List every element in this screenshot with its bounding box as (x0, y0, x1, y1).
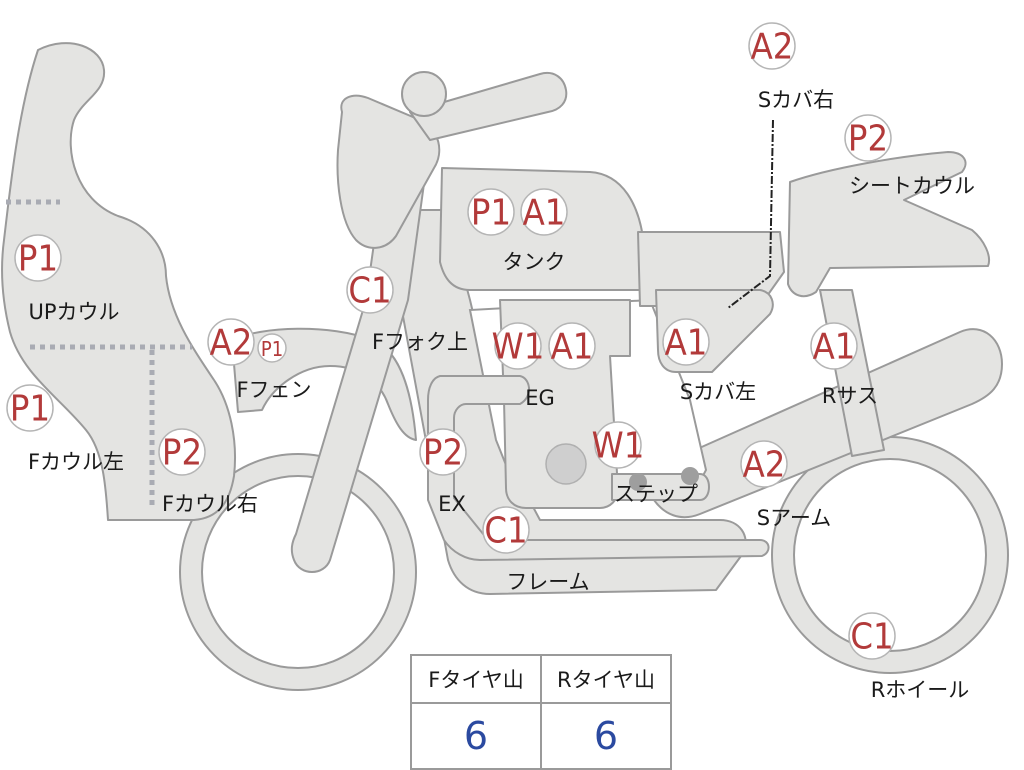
code-badge-text: P1 (18, 239, 58, 280)
rear-tire-tread-label: Rタイヤ山 (540, 654, 672, 704)
leader-line (727, 119, 774, 309)
code-badge-text: P2 (848, 119, 888, 160)
part-label-upcowl: UPカウル (28, 300, 119, 324)
code-badge-text: A1 (665, 323, 708, 364)
code-badge-a1-eg: A1 (548, 322, 596, 370)
code-badge-text: A2 (743, 445, 786, 486)
code-badge-circle (14, 234, 62, 282)
part-label-rsus: Rサス (822, 384, 878, 408)
code-badge-text: A1 (813, 327, 856, 368)
code-badge-text: W1 (592, 426, 645, 467)
part-label-fcowl-r: Fカウル右 (162, 492, 258, 516)
code-badge-p1-upcowl: P1 (14, 234, 62, 282)
code-badge-a1-scover-l: A1 (662, 318, 710, 366)
code-badge-circle (548, 322, 596, 370)
part-label-step: ステップ (614, 482, 698, 506)
code-badge-p2-fcowl-r: P2 (158, 428, 206, 476)
code-badge-circle (467, 188, 515, 236)
part-label-fcowl-l: Fカウル左 (28, 450, 124, 474)
seat (637, 231, 785, 307)
code-badge-text: P2 (162, 433, 202, 474)
front-wheel (179, 453, 417, 691)
exhaust (427, 375, 770, 561)
swing-arm (649, 328, 1003, 519)
code-badge-text: C1 (348, 271, 391, 312)
code-badge-c1-rwheel: C1 (848, 612, 896, 660)
code-badge-circle (482, 506, 530, 554)
code-badge-a2-sarm: A2 (740, 440, 788, 488)
fairing (1, 42, 237, 521)
code-badge-circle (520, 188, 568, 236)
code-badge-text: P1 (471, 193, 511, 234)
rear-wheel (771, 436, 1009, 674)
front-tire-tread-label: Fタイヤ山 (410, 654, 542, 704)
code-badge-p1-tank: P1 (467, 188, 515, 236)
code-badge-a2-scover-r: A2 (748, 22, 796, 70)
part-label-ex: EX (438, 492, 466, 516)
code-badge-p2-seatcowl: P2 (844, 114, 892, 162)
code-badge-w1-step: W1 (592, 421, 645, 469)
code-badge-w1-eg: W1 (492, 322, 545, 370)
code-badge-text: P1 (261, 337, 283, 361)
code-badge-circle (494, 322, 542, 370)
code-badge-p1-fcowl-l: P1 (6, 384, 54, 432)
headlight (336, 94, 441, 249)
code-badge-circle (158, 428, 206, 476)
seat-cowl (787, 151, 990, 298)
engine-cover (545, 443, 587, 485)
code-badge-circle (848, 612, 896, 660)
part-label-scover-l: Sカバ左 (680, 380, 756, 404)
part-label-eg: EG (525, 386, 555, 410)
part-label-ffork: Fフォク上 (372, 330, 468, 354)
code-badge-p2-ex: P2 (419, 428, 467, 476)
tire-tread-table: Fタイヤ山 Rタイヤ山 6 6 (410, 654, 672, 770)
code-badge-text: A2 (751, 27, 794, 68)
code-badge-circle (207, 318, 255, 366)
code-badge-a2-ffender: A2 (207, 318, 255, 366)
step-bolt-1 (629, 473, 647, 491)
code-badge-a1-rsus: A1 (810, 322, 858, 370)
code-badge-circle (257, 333, 287, 363)
code-badge-circle (419, 428, 467, 476)
code-badge-c1-frame: C1 (482, 506, 530, 554)
mirror (401, 71, 447, 117)
code-badge-text: W1 (492, 327, 545, 368)
code-badge-circle (810, 322, 858, 370)
code-badge-circle (6, 384, 54, 432)
code-badge-circle (594, 421, 642, 469)
code-badge-c1-ffork: C1 (346, 266, 394, 314)
part-label-seatcowl: シートカウル (849, 174, 975, 198)
code-badge-text: P2 (423, 433, 463, 474)
part-label-sarm: Sアーム (757, 506, 831, 530)
code-badge-circle (662, 318, 710, 366)
code-badge-circle (346, 266, 394, 314)
code-badge-text: A1 (551, 327, 594, 368)
code-badge-circle (844, 114, 892, 162)
step-bolt-2 (681, 467, 699, 485)
code-badge-text: C1 (850, 617, 893, 658)
code-badge-text: C1 (484, 511, 527, 552)
front-tire-tread-value: 6 (410, 702, 542, 770)
part-label-rwheel: Rホイール (871, 678, 970, 702)
code-badge-a1-tank: A1 (520, 188, 568, 236)
part-label-ffender: Fフェン (236, 378, 311, 402)
code-badge-p1-ffender: P1 (257, 333, 287, 363)
part-label-scover-r: Sカバ右 (758, 88, 834, 112)
code-badge-text: P1 (10, 389, 50, 430)
handlebar (409, 72, 568, 141)
code-badge-circle (740, 440, 788, 488)
code-badge-text: A2 (210, 323, 253, 364)
code-badge-circle (748, 22, 796, 70)
part-label-frame: フレーム (506, 570, 589, 594)
rear-tire-tread-value: 6 (540, 702, 672, 770)
part-label-tank: タンク (503, 250, 566, 274)
code-badge-text: A1 (523, 193, 566, 234)
